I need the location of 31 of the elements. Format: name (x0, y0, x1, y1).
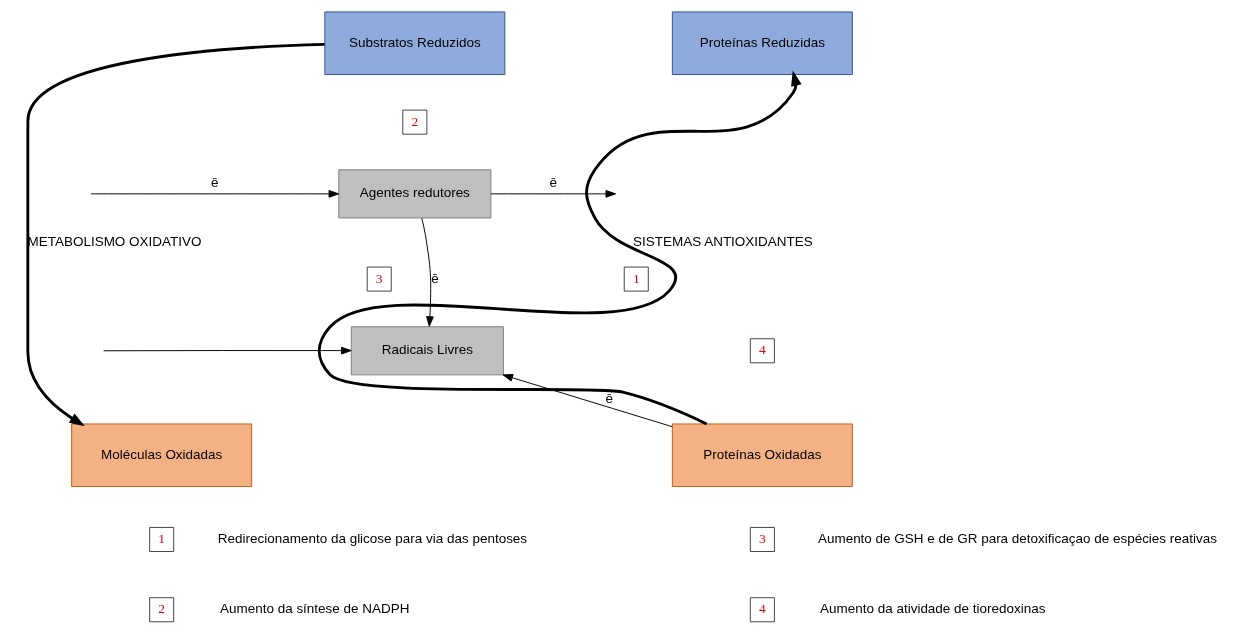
arrow (490, 190, 617, 198)
node-label: Aumento da atividade de tioredoxinas (820, 601, 1046, 617)
node-box: 1 (623, 266, 649, 292)
node-box: Proteínas Reduzidas (671, 11, 853, 75)
node-box: 1 (149, 526, 175, 552)
node-box: 3 (366, 266, 392, 292)
edge-label: METABOLISMO OXIDATIVO (27, 234, 202, 250)
node-box: Moléculas Oxidadas (71, 423, 253, 487)
arrow (103, 346, 352, 355)
arrow (502, 374, 673, 428)
node-box: Substratos Reduzidos (324, 11, 506, 75)
node-label: Aumento de GSH e de GR para detoxificaçao de espécies reativas (817, 531, 1217, 547)
node-box: 4 (749, 338, 775, 364)
node-box: 2 (402, 109, 428, 135)
node-box: 3 (749, 526, 775, 552)
edge-label: ē (549, 175, 558, 191)
node-box: Radicais Livres (350, 326, 504, 376)
node-box: Agentes redutores (338, 169, 492, 219)
node-label: Redirecionamento da glicose para via das pentoses (217, 531, 528, 547)
node-box: 2 (149, 597, 175, 623)
edge-label: ē (431, 270, 439, 286)
arrow (90, 190, 340, 198)
arrow (318, 70, 802, 426)
edge-label: SISTEMAS ANTIOXIDANTES (633, 234, 813, 250)
node-label: Aumento da síntese de NADPH (220, 601, 410, 617)
node-box: 4 (749, 597, 775, 623)
arrow (421, 217, 434, 327)
edge-label: ē (211, 175, 219, 191)
edge-label: ē (605, 390, 614, 406)
arrow (26, 42, 325, 427)
node-box: Proteínas Oxidadas (671, 423, 853, 487)
